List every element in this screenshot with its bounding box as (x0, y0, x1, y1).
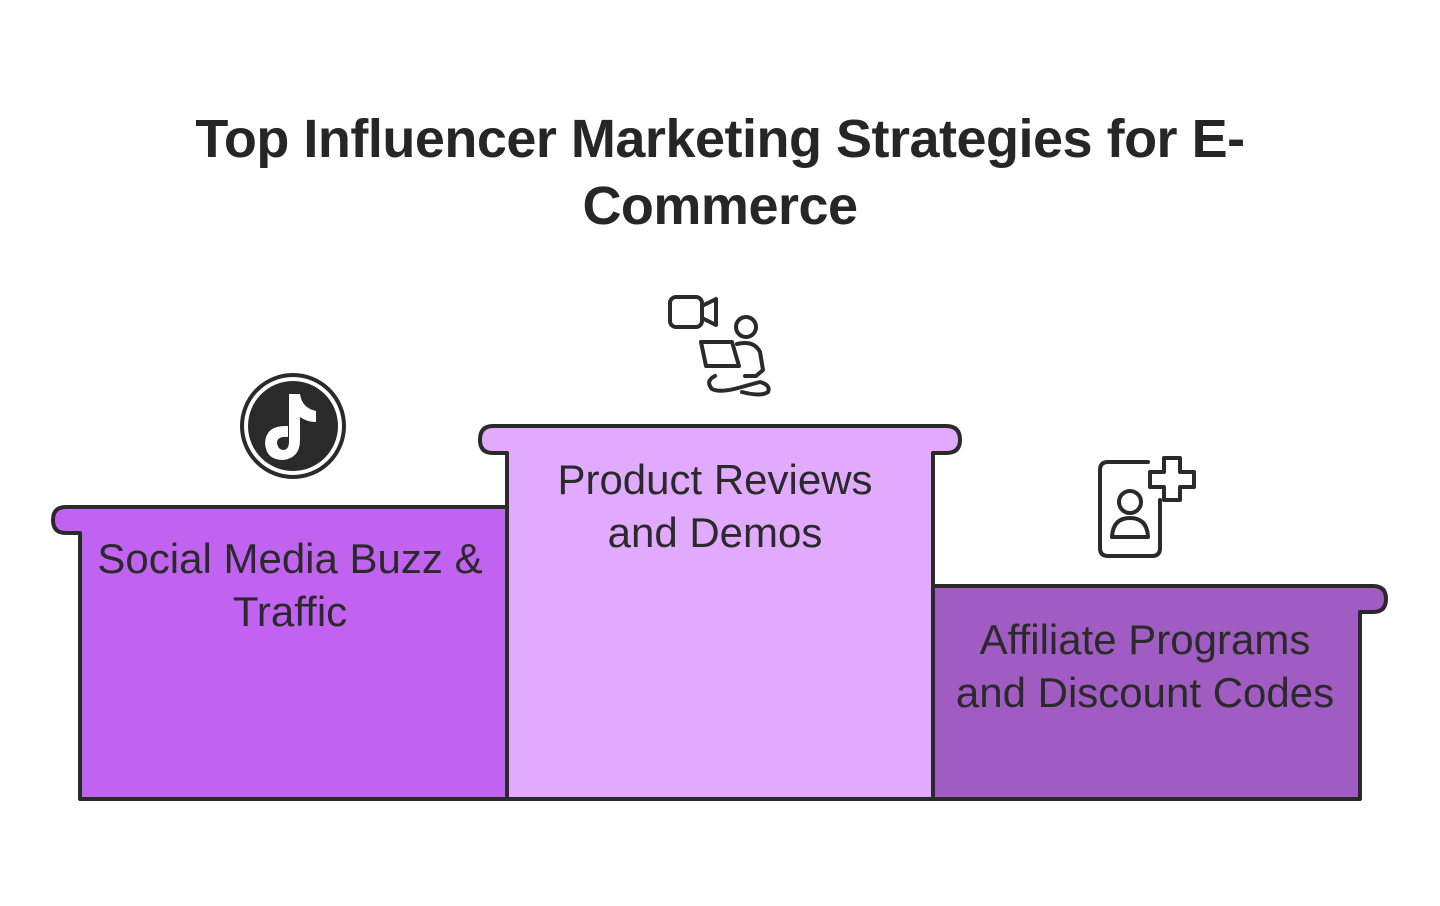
podium-center-block (478, 424, 962, 801)
podium-left-block (51, 505, 509, 801)
video-creator-icon (668, 295, 771, 397)
add-user-icon (1098, 456, 1196, 558)
tiktok-icon (240, 373, 346, 479)
diagram-title: Top Influencer Marketing Strategies for … (195, 109, 1245, 236)
podium-left-label: Social Media Buzz & Traffic (97, 535, 483, 635)
podium-right-label: Affiliate Programs and Discount Codes (955, 616, 1335, 716)
podium-right (931, 584, 1388, 801)
podium-center (478, 424, 962, 801)
podium-center-label: Product Reviews and Demos (557, 456, 873, 556)
podium-left (51, 505, 509, 801)
podium-right-block (931, 584, 1388, 801)
